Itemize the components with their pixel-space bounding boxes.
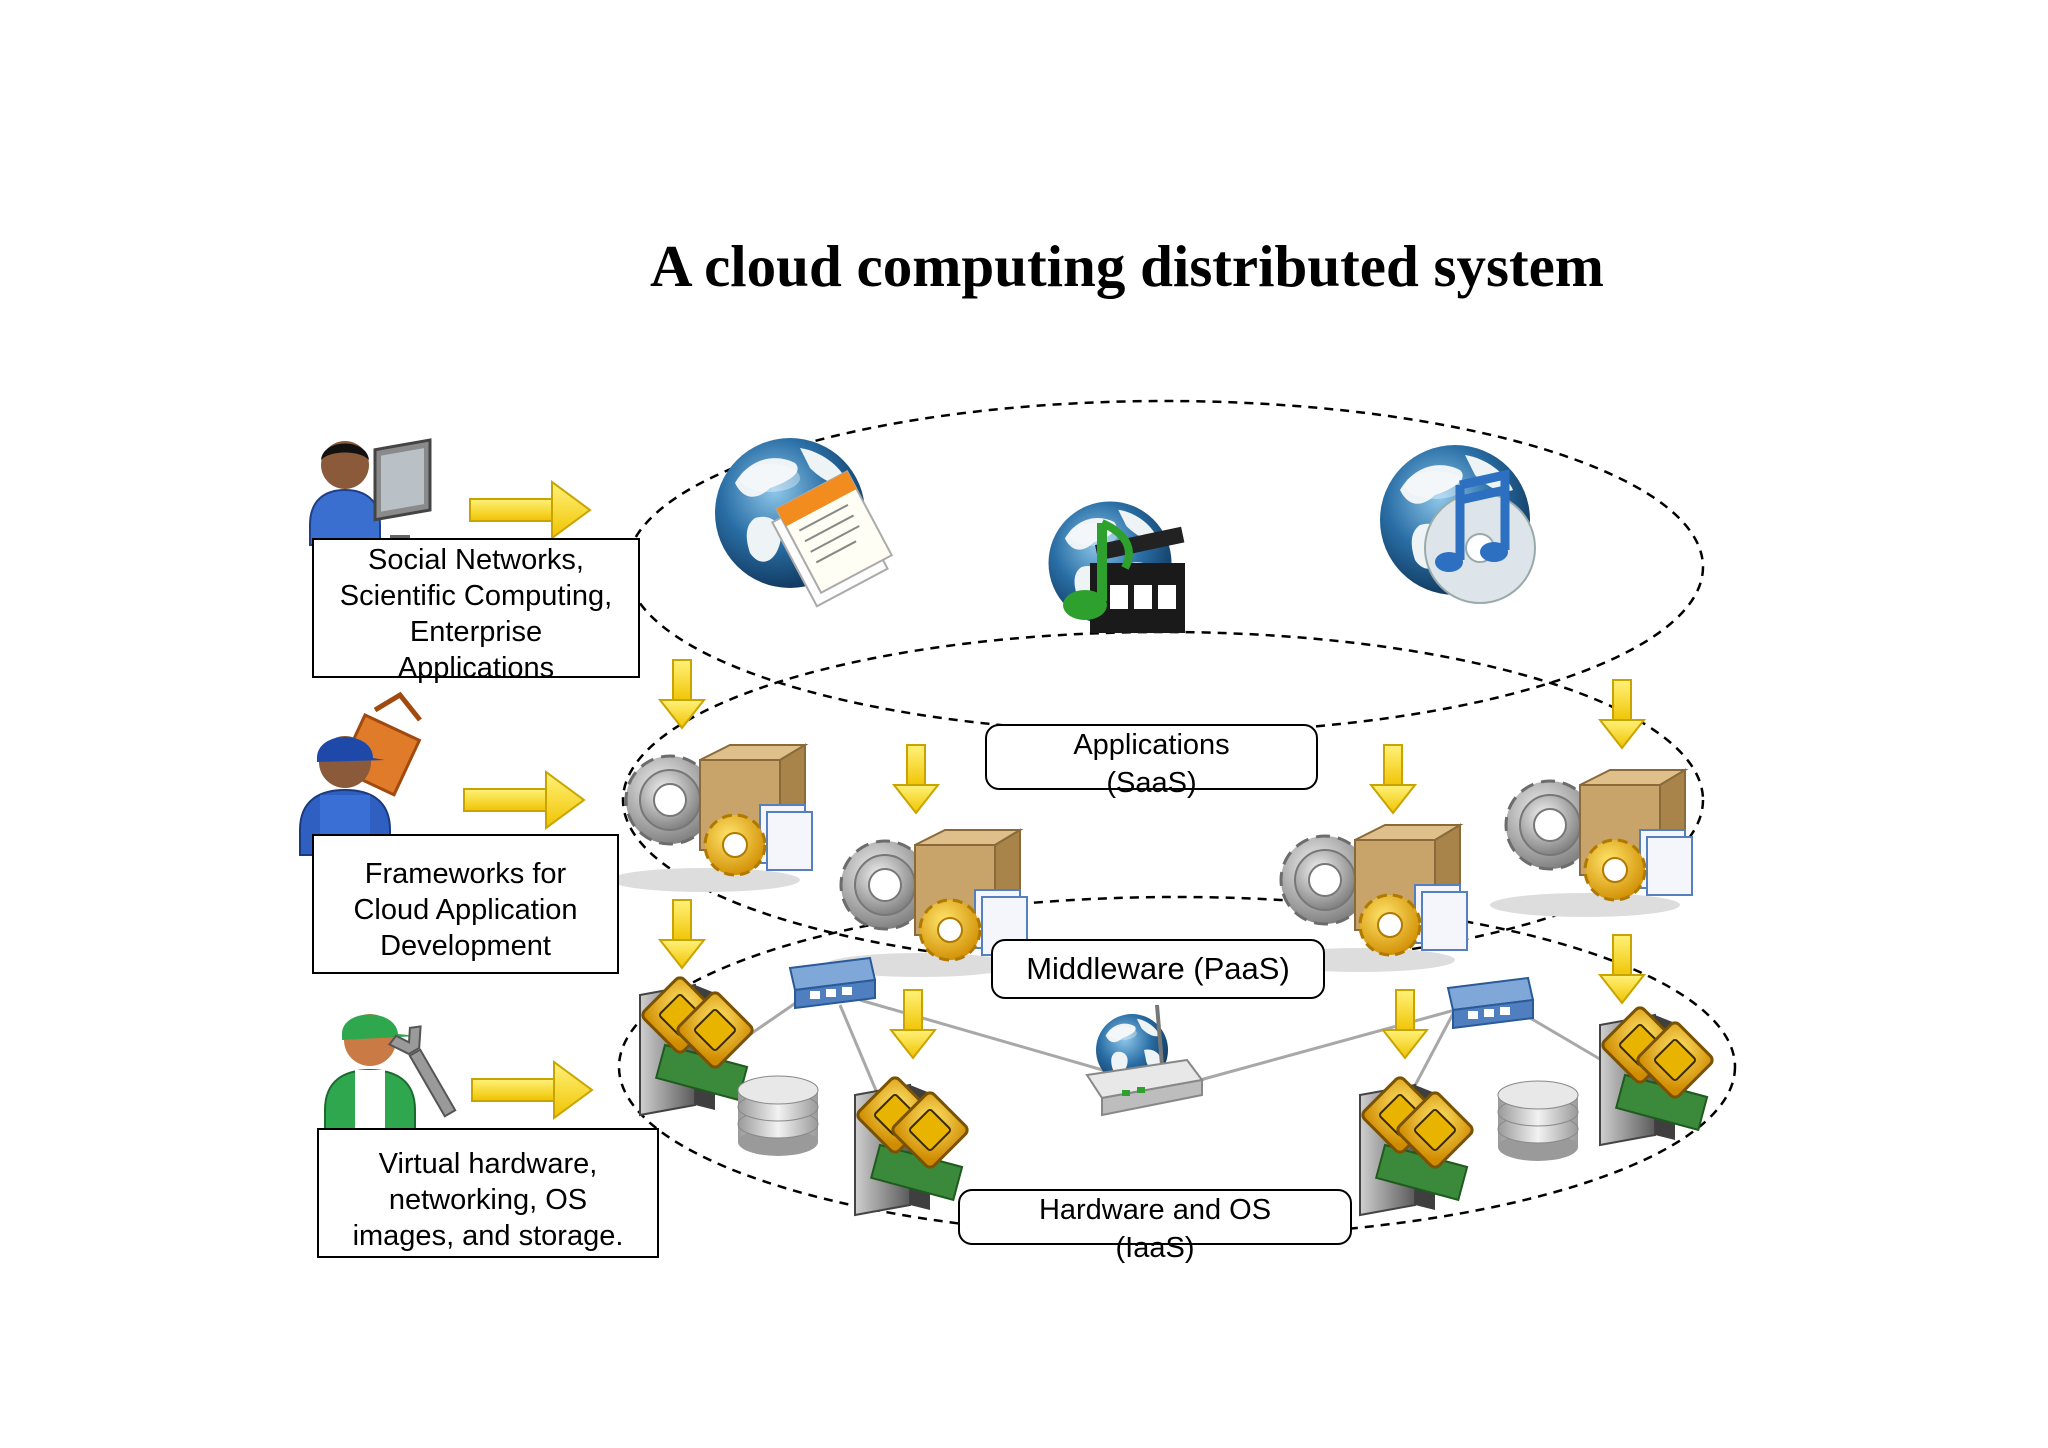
- right-arrow-icon: [469, 481, 591, 539]
- down-arrow-icon: [659, 899, 705, 969]
- gear-box-icon: [608, 743, 814, 894]
- server-icon: [853, 1073, 972, 1217]
- hardware-actor-label: Virtual hardware, networking, OS images,…: [317, 1128, 659, 1258]
- down-arrow-icon: [1382, 989, 1428, 1059]
- globe-music-icon: [1380, 445, 1536, 604]
- user-computer-icon: [309, 438, 435, 560]
- switch-icon: [789, 957, 876, 1009]
- globe-document-icon: [715, 438, 894, 608]
- down-arrow-icon: [659, 659, 705, 729]
- server-icon: [638, 973, 757, 1117]
- down-arrow-icon: [1599, 679, 1645, 749]
- down-arrow-icon: [893, 744, 939, 814]
- paas-layer-label: Middleware (PaaS): [991, 939, 1325, 999]
- server-icon: [1358, 1073, 1477, 1217]
- disk-stack-icon: [737, 1075, 819, 1157]
- page-title: A cloud computing distributed system: [650, 233, 1604, 299]
- down-arrow-icon: [1599, 934, 1645, 1004]
- saas-layer-label: Applications (SaaS): [985, 724, 1318, 799]
- gear-box-icon: [1488, 768, 1694, 919]
- disk-stack-icon: [1497, 1080, 1579, 1162]
- frameworks-actor-label: Frameworks for Cloud Application Develop…: [312, 834, 619, 974]
- server-icon: [1598, 1003, 1717, 1147]
- globe-media-icon: [1048, 501, 1185, 633]
- down-arrow-icon: [1370, 744, 1416, 814]
- router-icon: [1085, 1004, 1204, 1117]
- iaas-layer-label: Hardware and OS (IaaS): [958, 1189, 1352, 1264]
- applications-actor-label: Social Networks, Scientific Computing, E…: [312, 538, 640, 684]
- right-arrow-icon: [463, 771, 585, 829]
- developer-toolbox-icon: [299, 691, 422, 856]
- down-arrow-icon: [890, 989, 936, 1059]
- admin-wrench-icon: [324, 1014, 457, 1139]
- switch-icon: [1447, 977, 1534, 1029]
- right-arrow-icon: [471, 1061, 593, 1119]
